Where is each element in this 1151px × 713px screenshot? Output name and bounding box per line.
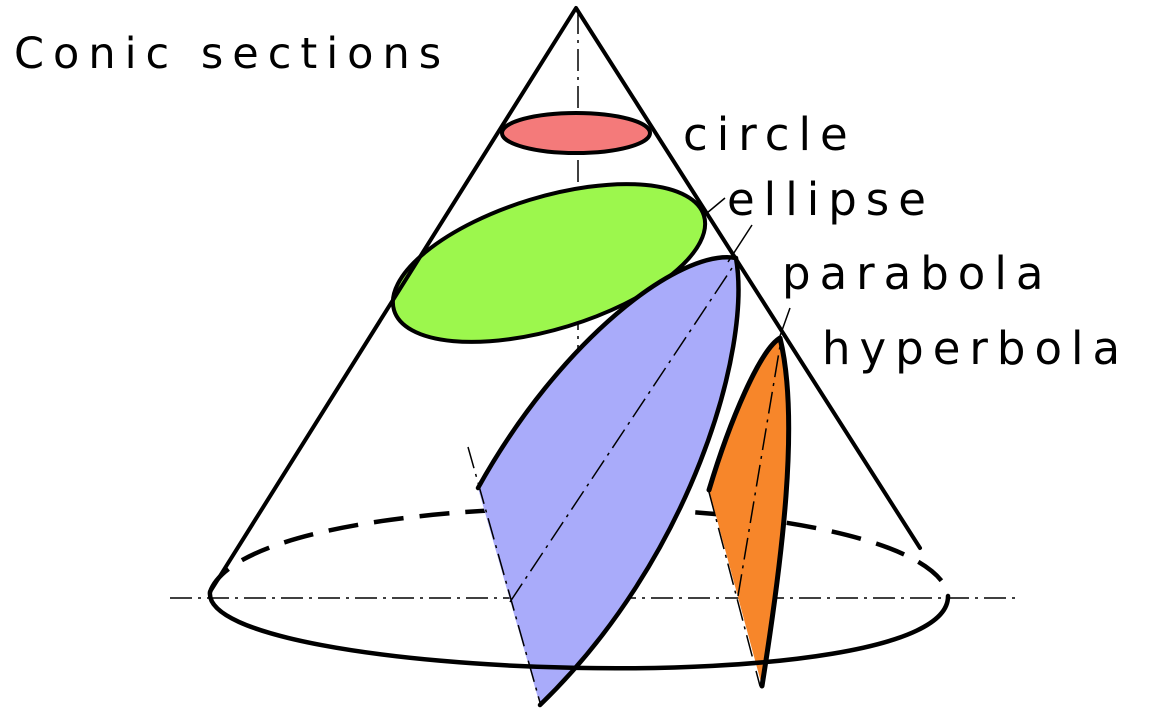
parabola-label: parabola bbox=[782, 247, 1052, 300]
hyperbola-cutting-plane-trace bbox=[708, 491, 761, 687]
hyperbola-section bbox=[709, 338, 789, 686]
cone-base-visible-edge bbox=[207, 589, 951, 671]
parabola-curve-edge bbox=[475, 255, 741, 708]
ellipse-label: ellipse bbox=[727, 173, 935, 226]
diagram-title: Conic sections bbox=[14, 29, 450, 79]
parabola-leader-line bbox=[727, 224, 753, 263]
parabola-cutting-plane-trace bbox=[467, 446, 542, 707]
hyperbola-label: hyperbola bbox=[822, 322, 1129, 375]
hyperbola-leader-line bbox=[779, 307, 791, 337]
circle-label: circle bbox=[683, 108, 857, 161]
circle-section bbox=[500, 111, 652, 155]
cone-outline bbox=[208, 6, 922, 594]
parabola-section bbox=[478, 257, 739, 705]
hyperbola-axis-line bbox=[737, 339, 782, 597]
hyperbola-curve-edge bbox=[706, 335, 792, 689]
parabola-axis-line bbox=[509, 261, 737, 603]
ellipse-leader-line bbox=[706, 197, 726, 214]
